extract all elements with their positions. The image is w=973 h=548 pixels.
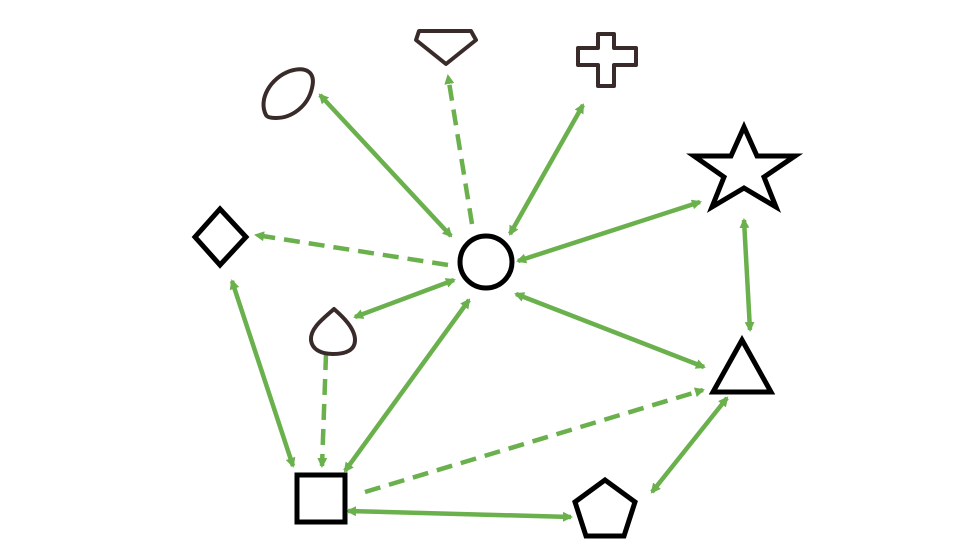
node-pentagon <box>572 476 638 539</box>
node-diamond <box>191 205 250 269</box>
edge-star-triangle <box>739 218 755 332</box>
edge-circle-oval <box>318 93 453 238</box>
edge-square-triangle <box>364 387 705 495</box>
edge-drop-square <box>317 353 329 468</box>
edge-circle-diamond <box>254 231 449 268</box>
node-triangle <box>708 334 776 395</box>
edge-square-circle <box>343 298 471 473</box>
edge-square-pentagon <box>346 506 573 522</box>
node-circle <box>457 233 515 291</box>
node-drop <box>309 307 357 356</box>
node-square <box>294 472 348 525</box>
edge-circle-gem <box>444 74 475 225</box>
node-star <box>686 120 804 213</box>
node-oval <box>261 67 315 120</box>
edge-pentagon-triangle <box>650 396 729 494</box>
edge-circle-cross <box>508 103 585 236</box>
edges-layer <box>229 74 755 522</box>
edge-diamond-square <box>229 279 296 468</box>
edge-circle-star <box>516 199 702 264</box>
nodes-layer <box>191 29 804 539</box>
edge-circle-triangle <box>514 291 706 370</box>
edge-circle-drop <box>353 277 456 320</box>
node-cross <box>576 32 638 88</box>
node-gem <box>414 29 478 66</box>
